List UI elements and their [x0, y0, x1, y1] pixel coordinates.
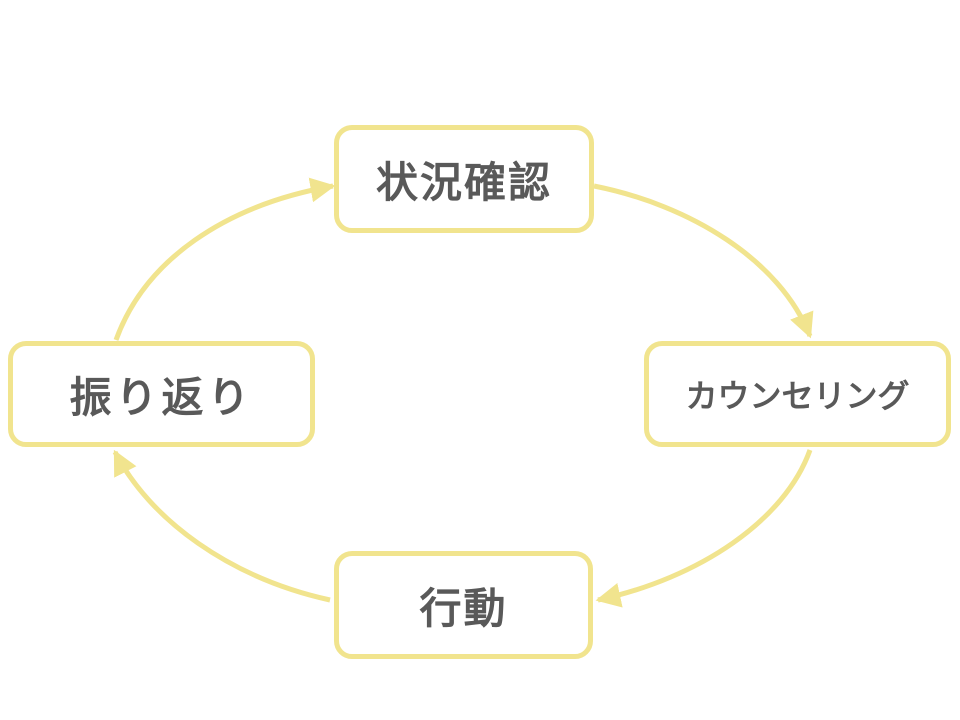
node-action: 行動: [334, 551, 593, 659]
node-label: 状況確認: [375, 157, 552, 207]
arrow-counseling-to-action: [595, 449, 813, 608]
node-label: 振り返り: [69, 372, 254, 422]
arrow-review-to-status: [113, 177, 336, 341]
arrow-status-to-counseling: [593, 183, 814, 339]
node-status-check: 状況確認: [334, 125, 594, 233]
node-review: 振り返り: [8, 341, 315, 447]
node-counseling: カウンセリング: [644, 341, 951, 447]
arrow-action-to-review: [112, 449, 331, 603]
node-label: 行動: [419, 583, 508, 633]
node-label: カウンセリング: [685, 377, 910, 415]
